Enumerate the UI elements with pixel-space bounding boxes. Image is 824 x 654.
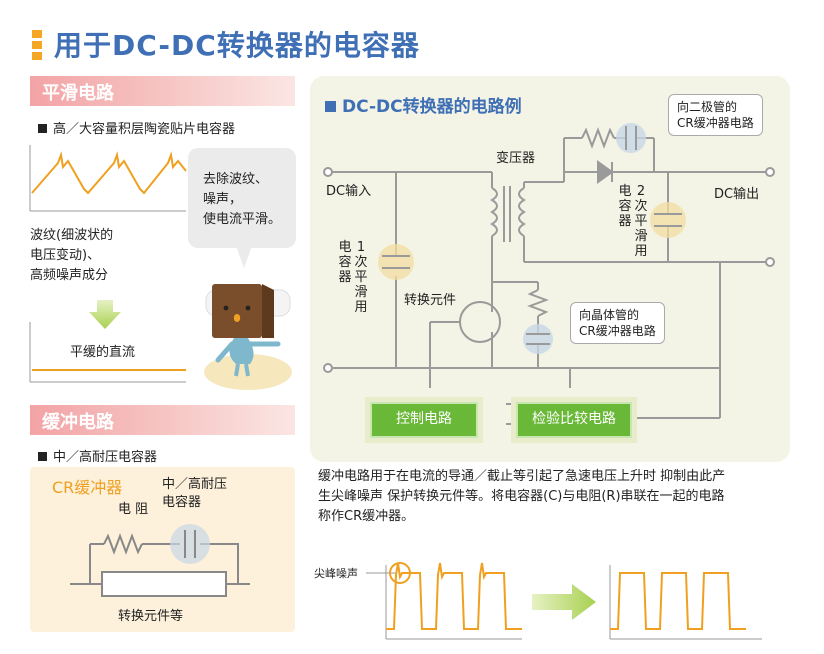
snubber-subtitle-text: 中／高耐压电容器: [53, 450, 158, 465]
capacitor-mascot: [204, 284, 292, 390]
pc-b-2: 平: [354, 270, 368, 285]
snubber-subtitle: 中／高耐压电容器: [38, 446, 157, 465]
desc-line-2: 生尖峰噪声 保护转换元件等。将电容器(C)与电阻(R)串联在一起的电路: [318, 489, 725, 504]
cr-snubber-box: [30, 467, 295, 632]
sc-a-2: 器: [618, 214, 632, 229]
cap-label-1: 中／高耐压: [162, 477, 228, 492]
pc-a-0: 电: [338, 240, 352, 255]
dc-output-label: DC输出: [714, 187, 760, 202]
snubber-heading: 缓冲电路: [42, 412, 114, 433]
ripple-text-2: 电压变动)、: [30, 248, 101, 263]
clean-waveform-graph: [609, 565, 762, 640]
desc-line-1: 缓冲电路用于在电流的导通／截止等引起了急速电压上升时 抑制由此产: [318, 469, 726, 484]
dc-input-label: DC输入: [326, 184, 372, 199]
smoothing-heading: 平滑电路: [42, 83, 114, 104]
circuit-title: DC-DC转换器的电路例: [325, 92, 522, 117]
switch-label: 转换元件: [404, 293, 457, 308]
diode-snubber-callout: 向二极管的 CR缓冲器电路: [668, 94, 763, 136]
cap-label-2: 电容器: [162, 495, 202, 510]
primary-cap-label-b: 1 次 平 滑 用: [354, 240, 368, 315]
tr-callout-line-2: CR缓冲器电路: [579, 324, 656, 338]
spike-waveform-graph: [366, 562, 522, 640]
bubble-line-3: 使电流平滑。: [203, 212, 282, 227]
sc-a-1: 容: [618, 199, 632, 214]
pc-b-1: 次: [354, 255, 368, 270]
snubber-description: 缓冲电路用于在电流的导通／截止等引起了急速电压上升时 抑制由此产 生尖峰噪声 保…: [318, 467, 808, 527]
circuit-title-text: DC-DC转换器的电路例: [342, 97, 522, 117]
switch-element-label: 转换元件等: [118, 609, 184, 624]
speech-bubble: [188, 148, 296, 248]
sc-b-1: 次: [634, 199, 648, 214]
flat-dc-graph: [29, 322, 186, 383]
smoothing-band: 平滑电路: [30, 76, 295, 106]
secondary-cap-label-b: 2 次 平 滑 用: [634, 184, 648, 259]
flat-dc-label: 平缓的直流: [70, 345, 136, 360]
ripple-text-3: 高频噪声成分: [30, 268, 109, 283]
pc-a-1: 容: [338, 255, 352, 270]
sc-b-4: 用: [634, 244, 648, 259]
snubber-band: 缓冲电路: [30, 405, 295, 435]
desc-line-3: 称作CR缓冲器。: [318, 509, 415, 524]
smoothing-subtitle-text: 高／大容量积层陶瓷贴片电容器: [53, 122, 236, 137]
transistor-snubber-callout: 向晶体管的 CR缓冲器电路: [570, 302, 665, 344]
diode-callout-line-1: 向二极管的: [677, 100, 738, 114]
bubble-text: 去除波纹、 噪声， 使电流平滑。: [203, 170, 281, 230]
ripple-description: 波纹(细波状的 电压变动)、 高频噪声成分: [30, 226, 113, 286]
primary-cap-label-a: 电 容 器: [338, 240, 352, 285]
sc-b-2: 平: [634, 214, 648, 229]
title-marker: [32, 30, 42, 60]
pc-b-0: 1: [356, 240, 366, 255]
right-arrow-icon: [532, 584, 596, 620]
ripple-wave-graph: [29, 145, 187, 212]
speech-bubble-tail: [236, 246, 252, 268]
down-arrow-icon: [89, 300, 121, 329]
cr-snubber-title: CR缓冲器: [52, 478, 123, 497]
pc-b-3: 滑: [354, 285, 368, 300]
sc-b-0: 2: [636, 184, 646, 199]
sc-b-3: 滑: [634, 229, 648, 244]
bubble-line-1: 去除波纹、: [203, 172, 269, 187]
ripple-text-1: 波纹(细波状的: [30, 228, 114, 243]
transformer-label: 变压器: [496, 151, 536, 166]
cap-label: 中／高耐压 电容器: [162, 476, 227, 512]
tr-callout-line-1: 向晶体管的: [579, 308, 640, 322]
sc-a-0: 电: [618, 184, 632, 199]
secondary-cap-label-a: 电 容 器: [618, 184, 632, 229]
cr-snubber-diagram: [70, 524, 250, 597]
smoothing-subtitle: 高／大容量积层陶瓷贴片电容器: [38, 118, 235, 137]
pc-b-4: 用: [354, 300, 368, 315]
control-circuit-block: 控制电路: [370, 402, 478, 438]
spike-noise-label: 尖峰噪声: [314, 567, 358, 580]
pc-a-2: 器: [338, 270, 352, 285]
compare-circuit-block: 检验比较电路: [516, 402, 632, 438]
resistor-label: 电 阻: [118, 502, 149, 517]
diode-callout-line-2: CR缓冲器电路: [677, 116, 754, 130]
bubble-line-2: 噪声，: [203, 192, 243, 207]
page-title: 用于DC-DC转换器的电容器: [54, 29, 420, 62]
dc-dc-circuit-diagram: [323, 123, 775, 425]
